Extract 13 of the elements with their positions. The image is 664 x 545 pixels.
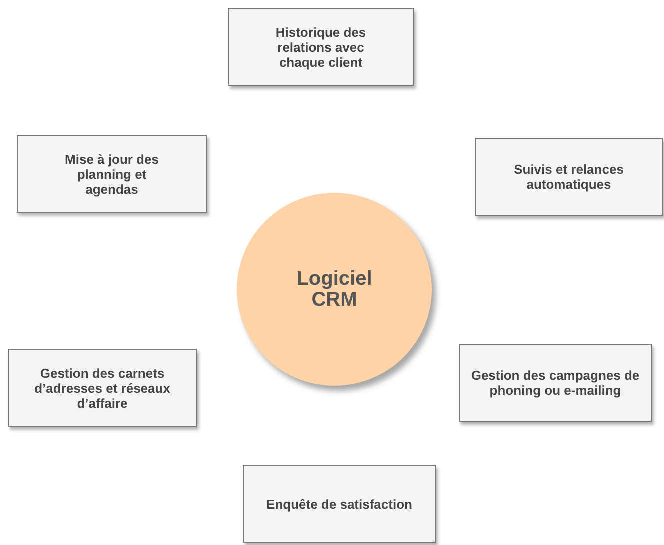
center-label: Logiciel CRM <box>296 268 374 310</box>
feature-box <box>17 135 207 213</box>
feature-box <box>228 8 414 86</box>
feature-label: Gestion des campagnes de phoning ou e-mailing <box>470 368 641 398</box>
feature-label: Gestion des carnets d’adresses et réseaux d’affaire <box>34 366 172 410</box>
feature-label: Enquête de satisfaction <box>266 496 412 512</box>
feature-box <box>8 349 197 427</box>
feature-label: Suivis et relances automatiques <box>513 162 625 192</box>
feature-box <box>475 138 663 216</box>
feature-box <box>459 344 652 422</box>
feature-label: Mise à jour des planning et agendas <box>64 152 160 196</box>
feature-label: Historique des relations avec chaque client <box>274 24 368 70</box>
feature-box <box>243 465 436 543</box>
